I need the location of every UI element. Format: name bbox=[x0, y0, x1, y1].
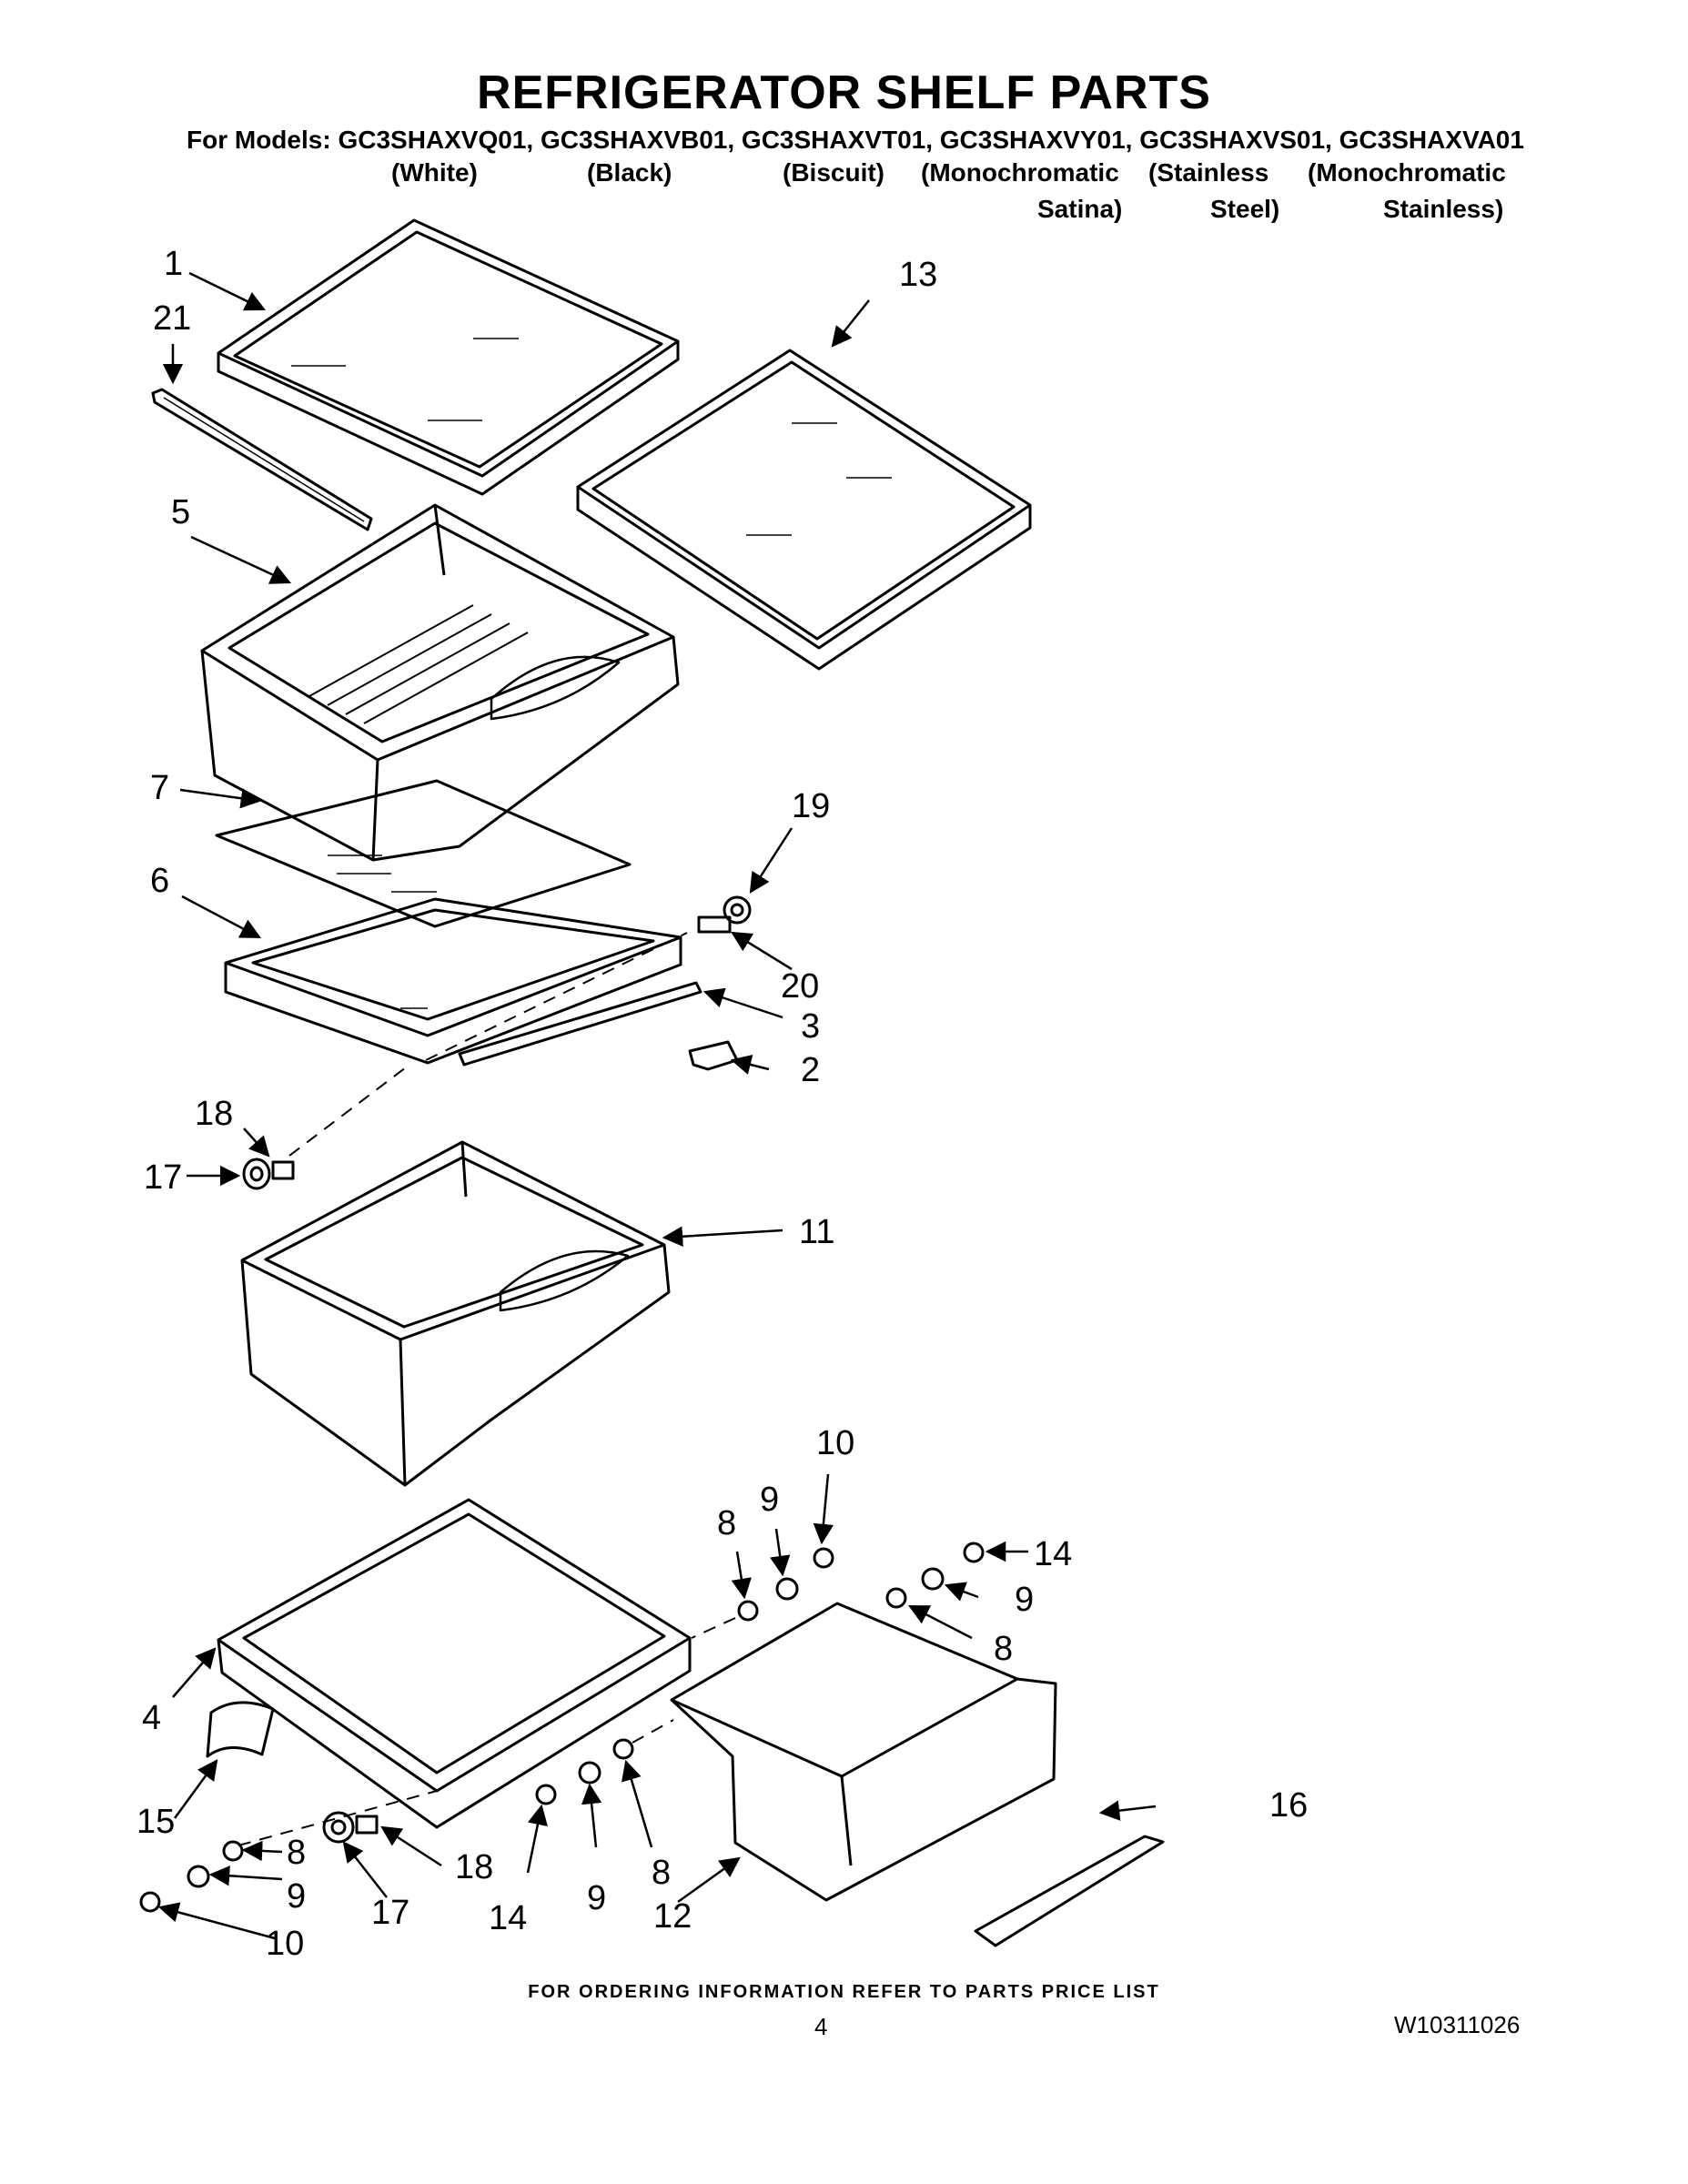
part-6-cover-frame bbox=[224, 897, 682, 1065]
part-4-pan-frame bbox=[217, 1498, 692, 1829]
callout-9-right: 9 bbox=[760, 1481, 779, 1519]
callout-18-upper: 18 bbox=[195, 1095, 233, 1133]
callout-16: 16 bbox=[1269, 1786, 1308, 1825]
part-12-pan bbox=[670, 1602, 1057, 1902]
part-15-tab bbox=[206, 1701, 275, 1758]
document-number: W10311026 bbox=[1394, 2011, 1521, 2038]
callout-10-left: 10 bbox=[266, 1925, 304, 1963]
callout-18-lower: 18 bbox=[455, 1848, 493, 1886]
callout-14-right: 14 bbox=[1034, 1535, 1072, 1573]
part-18-axle-upper bbox=[271, 1160, 295, 1180]
hardware-lower-left bbox=[139, 1811, 379, 1913]
callout-19: 19 bbox=[792, 787, 830, 825]
model-desc-6: (Monochromatic bbox=[1308, 158, 1506, 187]
callout-5: 5 bbox=[171, 493, 190, 531]
model-desc-1: (White) bbox=[391, 158, 478, 187]
model-desc-2: (Black) bbox=[587, 158, 672, 187]
callout-17-lower: 17 bbox=[371, 1894, 409, 1932]
model-desc-4-line2: Satina) bbox=[1037, 195, 1123, 223]
callout-8-left: 8 bbox=[287, 1834, 306, 1872]
callout-15: 15 bbox=[136, 1803, 175, 1841]
part-3-side-rail bbox=[458, 981, 702, 1067]
ordering-info-footer: FOR ORDERING INFORMATION REFER TO PARTS … bbox=[528, 1982, 1160, 2002]
part-1-glass-shelf bbox=[217, 218, 680, 496]
part-11-crisper-drawer bbox=[240, 1140, 671, 1487]
callout-4: 4 bbox=[142, 1699, 161, 1737]
callout-6: 6 bbox=[150, 862, 169, 900]
callout-9-lower: 9 bbox=[587, 1879, 606, 1917]
model-desc-3: (Biscuit) bbox=[783, 158, 884, 187]
callout-8-right-lower: 8 bbox=[994, 1630, 1013, 1668]
model-desc-4: (Monochromatic bbox=[921, 158, 1119, 187]
callout-7: 7 bbox=[150, 769, 169, 807]
hardware-right-upper bbox=[737, 1542, 985, 1622]
callout-9-left: 9 bbox=[287, 1877, 306, 1916]
callout-11: 11 bbox=[799, 1213, 834, 1251]
callout-9-right-lower: 9 bbox=[1015, 1581, 1034, 1619]
part-7-sheet bbox=[215, 779, 632, 928]
callout-10-right: 10 bbox=[816, 1424, 854, 1462]
part-17-wheel-upper bbox=[242, 1158, 271, 1190]
part-19-roller bbox=[723, 895, 752, 925]
callout-8-right: 8 bbox=[717, 1504, 736, 1542]
part-21-rail bbox=[151, 388, 373, 531]
callout-2: 2 bbox=[801, 1051, 820, 1089]
callout-8-lower: 8 bbox=[652, 1854, 671, 1892]
model-desc-5-line2: Steel) bbox=[1210, 195, 1280, 223]
hardware-lower-middle bbox=[535, 1738, 634, 1805]
callout-3: 3 bbox=[801, 1007, 820, 1046]
part-16-handle bbox=[974, 1835, 1165, 1947]
callout-14-lower: 14 bbox=[489, 1899, 527, 1937]
model-desc-5: (Stainless bbox=[1148, 158, 1269, 187]
model-desc-6-line2: Stainless) bbox=[1383, 195, 1504, 223]
callout-20: 20 bbox=[781, 967, 819, 1006]
part-13-glass-shelf bbox=[576, 349, 1032, 671]
callout-17-upper: 17 bbox=[144, 1158, 182, 1197]
callout-13: 13 bbox=[899, 256, 937, 294]
callout-12: 12 bbox=[653, 1897, 692, 1936]
models-line: For Models: GC3SHAXVQ01, GC3SHAXVB01, GC… bbox=[187, 126, 1524, 154]
part-2-clip bbox=[688, 1040, 739, 1071]
callout-21: 21 bbox=[153, 299, 191, 338]
part-20-axle bbox=[697, 915, 732, 934]
page-number: 4 bbox=[814, 2013, 828, 2040]
page-title: REFRIGERATOR SHELF PARTS bbox=[477, 66, 1211, 119]
part-5-crisper-drawer bbox=[200, 503, 680, 862]
callout-1: 1 bbox=[164, 245, 183, 283]
